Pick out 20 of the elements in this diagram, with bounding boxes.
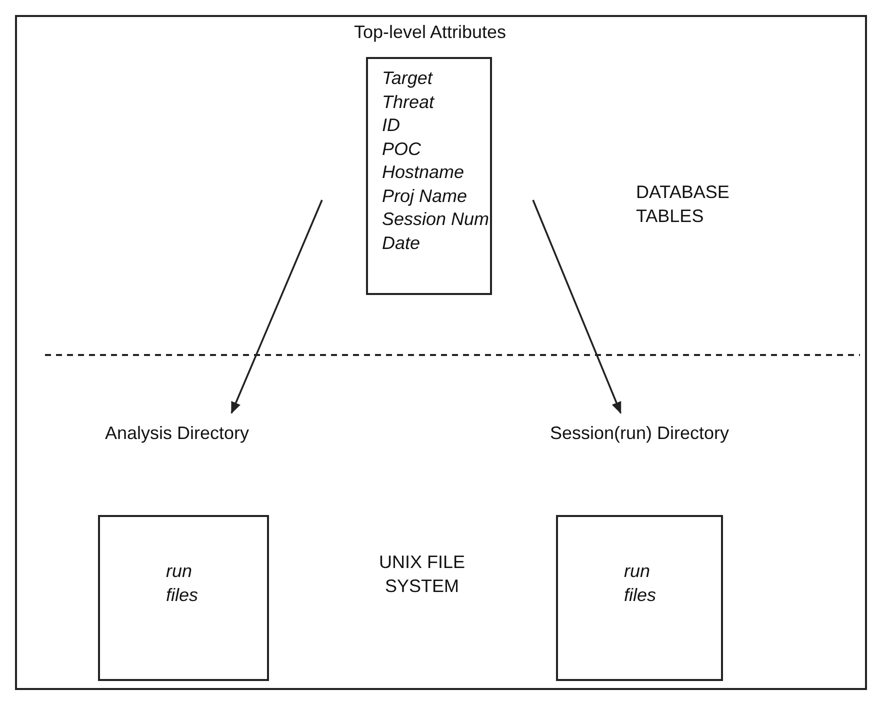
directory-label: Session(run) Directory	[550, 423, 730, 444]
directory-box	[98, 515, 269, 681]
directory-label: Analysis Directory	[105, 423, 250, 444]
attribute-name: Proj Name	[382, 184, 468, 208]
attribute-name: Hostname	[382, 161, 466, 184]
attribute-name: Threat	[382, 90, 436, 114]
attribute-name: Date	[382, 232, 422, 254]
directory-box	[556, 515, 723, 681]
heading: Top-level Attributes	[354, 22, 506, 43]
arrow	[532, 200, 622, 414]
file-label: run files	[624, 560, 658, 607]
region-label: DATABASE TABLES	[636, 181, 730, 228]
file-label: run files	[166, 560, 200, 607]
attribute-name: Target	[382, 67, 434, 90]
arrow	[230, 200, 323, 414]
attribute-name: Session Num	[382, 208, 490, 231]
region-label: UNIX FILE SYSTEM	[378, 551, 466, 598]
attribute-name: ID	[382, 114, 401, 137]
attribute-name: POC	[382, 138, 422, 160]
attribute-table-box	[366, 57, 492, 295]
